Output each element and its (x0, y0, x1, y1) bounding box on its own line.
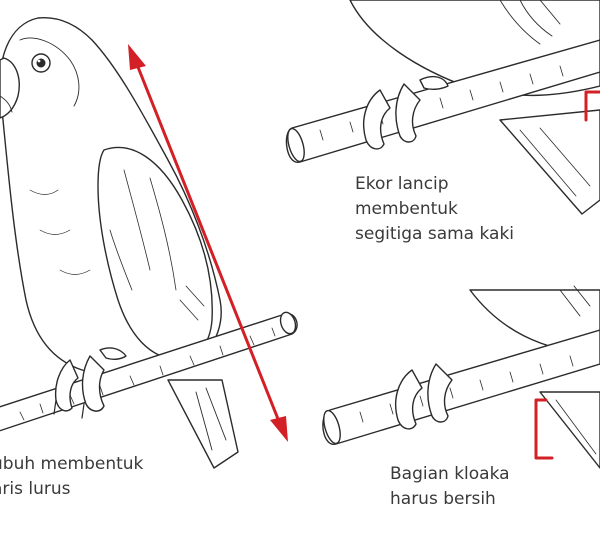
caption-tail-shape: Ekor lancip membentuk segitiga sama kaki (355, 172, 514, 247)
caption-vent-line-2: harus bersih (390, 489, 496, 509)
bird-left (0, 17, 239, 469)
bird-left-beak (0, 57, 20, 119)
caption-tail-line-2: membentuk (355, 199, 458, 219)
vent-closeup-tail (539, 391, 600, 469)
body-line-arrow (128, 44, 288, 442)
bird-vent-closeup (322, 285, 600, 469)
caption-body-line-2: aris lurus (0, 479, 71, 499)
perch-left (0, 311, 298, 432)
caption-vent-line-1: Bagian kloaka (390, 464, 510, 484)
bird-left-feet (53, 347, 127, 419)
bird-left-tail (167, 379, 239, 469)
bird-tail-closeup (285, 0, 600, 215)
caption-body-line-1: ubuh membentuk (0, 454, 144, 474)
caption-body-line: ubuh membentuk aris lurus (0, 452, 143, 502)
tail-closeup-tail (499, 109, 600, 215)
caption-tail-line-3: segitiga sama kaki (355, 224, 515, 244)
caption-tail-line-1: Ekor lancip (355, 174, 449, 194)
caption-vent-clean: Bagian kloaka harus bersih (390, 462, 510, 512)
